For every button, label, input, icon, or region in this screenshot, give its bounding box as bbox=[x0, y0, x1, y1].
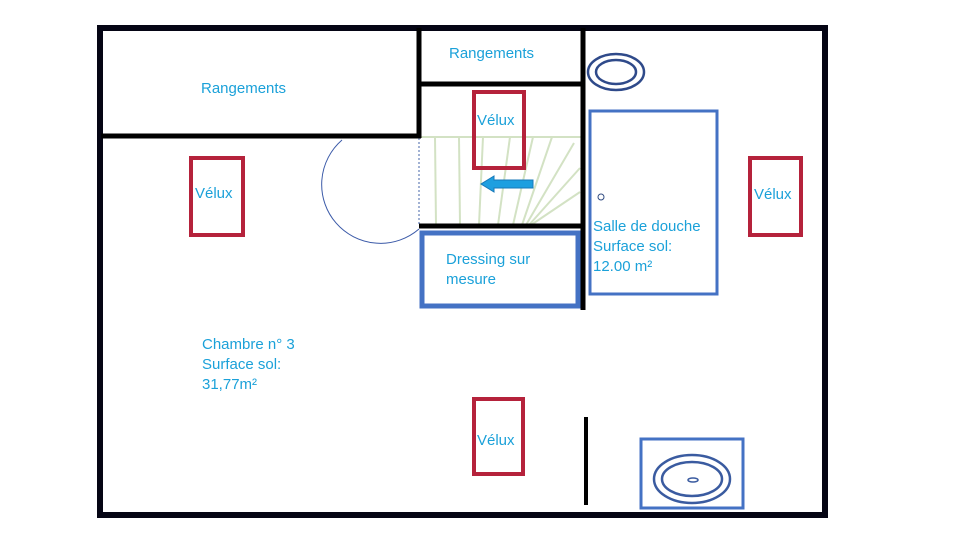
dressing-label: Dressing sur mesure bbox=[446, 250, 530, 290]
toilet-icon bbox=[586, 52, 646, 92]
walls bbox=[97, 25, 828, 518]
skylight-bottom-label: Vélux bbox=[477, 432, 515, 449]
stair-direction-arrow-icon bbox=[480, 175, 534, 193]
skylight-right bbox=[748, 156, 803, 237]
shower-room-area-label: Surface sol: bbox=[593, 238, 673, 255]
bedroom-area-value: 31,77m² bbox=[202, 376, 258, 393]
shower-drain-icon bbox=[597, 193, 605, 201]
shower-room-name: Salle de douche bbox=[593, 218, 701, 235]
dressing-cabinet bbox=[419, 230, 581, 309]
shower-room-label: Salle de douche Surface sol: 12.00 m² bbox=[593, 217, 701, 277]
bedroom-label: Chambre n° 3 Surface sol: 31,77m² bbox=[202, 335, 295, 395]
dressing-label-line2: mesure bbox=[446, 271, 497, 288]
shower-room-area-value: 12.00 m² bbox=[593, 258, 653, 275]
storage-left-label: Rangements bbox=[201, 80, 287, 97]
bedroom-area-label: Surface sol: bbox=[202, 356, 282, 373]
skylight-stairs-label: Vélux bbox=[477, 112, 515, 129]
bedroom-name: Chambre n° 3 bbox=[202, 336, 295, 353]
door-swing-arc bbox=[321, 139, 420, 244]
skylight-left bbox=[189, 156, 245, 237]
dressing-label-line1: Dressing sur bbox=[446, 251, 531, 268]
washbasin-icon bbox=[639, 437, 745, 510]
skylight-right-label: Vélux bbox=[754, 186, 792, 203]
storage-top-label: Rangements bbox=[449, 45, 535, 62]
shower-enclosure bbox=[588, 109, 719, 296]
skylight-stairs bbox=[472, 90, 526, 170]
skylight-left-label: Vélux bbox=[195, 185, 233, 202]
skylight-bottom bbox=[472, 397, 525, 476]
